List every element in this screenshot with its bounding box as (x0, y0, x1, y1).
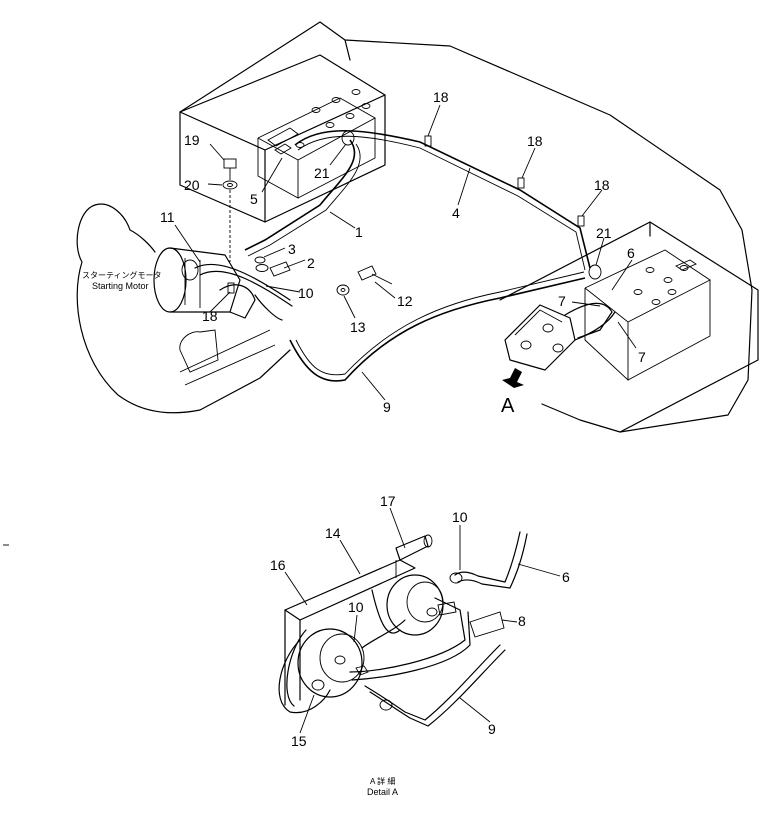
view-arrow-label: A (501, 395, 515, 417)
callout-11: 11 (160, 209, 175, 225)
safety-relay-assembly (504, 302, 616, 371)
cable-clamps (227, 130, 602, 294)
detail-callout-10: 10 (452, 509, 468, 525)
right-battery (499, 221, 759, 433)
detail-callout-17: 17 (380, 493, 396, 509)
callout-20: 20 (184, 177, 200, 193)
callout-2: 2 (307, 255, 315, 271)
callout-3: 3 (288, 241, 296, 257)
detail-caption-jp: A 詳 細 (370, 776, 395, 786)
detail-caption-en: Detail A (367, 787, 398, 797)
callout-18: 18 (527, 133, 543, 149)
detail-callout-6: 6 (562, 569, 570, 585)
detail-callout-9: 9 (488, 721, 496, 737)
left-battery (179, 54, 386, 223)
fasteners (254, 256, 393, 296)
callout-18: 18 (202, 308, 218, 324)
callout-1: 1 (355, 224, 363, 240)
starting-motor-label-jp: スターティングモータ (82, 270, 162, 280)
starting-motor-label-en: Starting Motor (92, 281, 149, 291)
detail-callout-14: 14 (325, 525, 341, 541)
callout-10: 10 (298, 285, 314, 301)
bolt-and-washer (222, 158, 238, 262)
detail-a-drawing (278, 507, 561, 734)
callout-18: 18 (433, 89, 449, 105)
detail-callout-16: 16 (270, 557, 286, 573)
callout-12: 12 (397, 293, 413, 309)
callout-labels: 18 18 18 18 21 21 19 20 5 1 4 3 2 10 11 … (160, 89, 646, 415)
detail-callout-8: 8 (518, 613, 526, 629)
callout-5: 5 (250, 191, 258, 207)
callout-18: 18 (594, 177, 610, 193)
callout-6: 6 (627, 245, 635, 261)
leader-lines (174, 104, 637, 401)
callout-7: 7 (558, 293, 566, 309)
detail-callout-15: 15 (291, 733, 307, 749)
callout-21: 21 (596, 225, 612, 241)
callout-7: 7 (638, 349, 646, 365)
detail-callout-10: 10 (348, 599, 364, 615)
starting-motor (153, 247, 256, 319)
callout-21: 21 (314, 165, 330, 181)
view-arrow-a (502, 368, 524, 388)
callout-13: 13 (350, 319, 366, 335)
callout-19: 19 (184, 132, 200, 148)
engine-outline (76, 203, 291, 414)
detail-callout-labels: 17 10 14 16 6 10 8 9 15 (270, 493, 570, 749)
callout-9: 9 (383, 399, 391, 415)
battery-cables (194, 129, 591, 382)
callout-4: 4 (452, 205, 460, 221)
machine-body-outline (179, 21, 753, 433)
